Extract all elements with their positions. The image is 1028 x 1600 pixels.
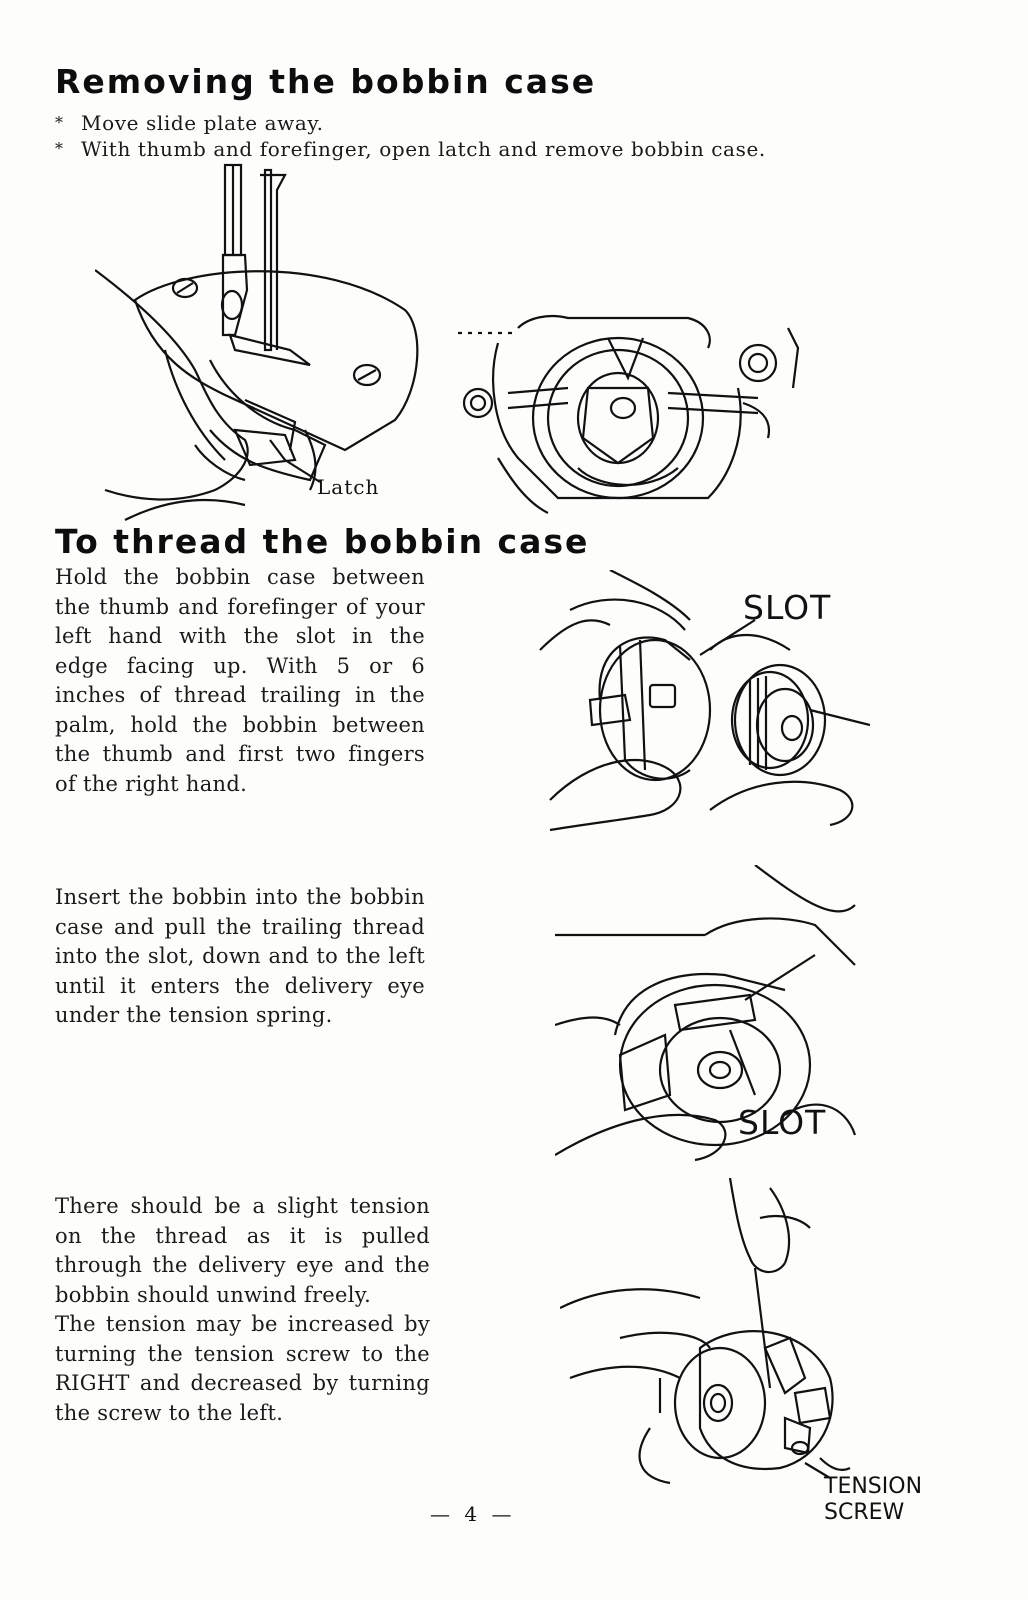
section-title-threading: To thread the bobbin case bbox=[55, 522, 590, 561]
step2-text: Insert the bobbin into the bobbin case a… bbox=[55, 885, 425, 1027]
removal-steps-list: * Move slide plate away. * With thumb and … bbox=[55, 110, 766, 162]
bullet-marker: * bbox=[55, 139, 64, 158]
bobbin-case-and-bobbin-icon bbox=[530, 570, 870, 850]
list-item: * Move slide plate away. bbox=[55, 110, 766, 136]
tension-screw-icon bbox=[560, 1178, 865, 1488]
step3-text-2: The tension may be increased by turning … bbox=[55, 1312, 430, 1425]
bullet-text: Move slide plate away. bbox=[81, 111, 324, 135]
step1-text: Hold the bobbin case between the thumb a… bbox=[55, 565, 425, 796]
tension-label-line2: SCREW bbox=[824, 1500, 905, 1525]
list-item: * With thumb and forefinger, open latch a… bbox=[55, 136, 766, 162]
tension-label-line1: TENSION bbox=[824, 1474, 923, 1499]
section-title-removing: Removing the bobbin case bbox=[55, 62, 597, 101]
page-number: — 4 — bbox=[430, 1502, 516, 1526]
slot-label-1: SLOT bbox=[743, 588, 832, 627]
bullet-text: With thumb and forefinger, open latch an… bbox=[81, 137, 766, 161]
slot-label-2: SLOT bbox=[738, 1103, 827, 1142]
bobbin-in-case-icon bbox=[555, 865, 865, 1170]
tension-screw-label: TENSION SCREW bbox=[824, 1474, 922, 1526]
step3-text: There should be a slight tension on the … bbox=[55, 1194, 430, 1307]
bullet-marker: * bbox=[55, 113, 64, 132]
sewing-machine-needle-plate-icon bbox=[95, 160, 430, 530]
latch-label: Latch bbox=[317, 475, 380, 499]
rotary-hook-icon bbox=[458, 308, 808, 523]
